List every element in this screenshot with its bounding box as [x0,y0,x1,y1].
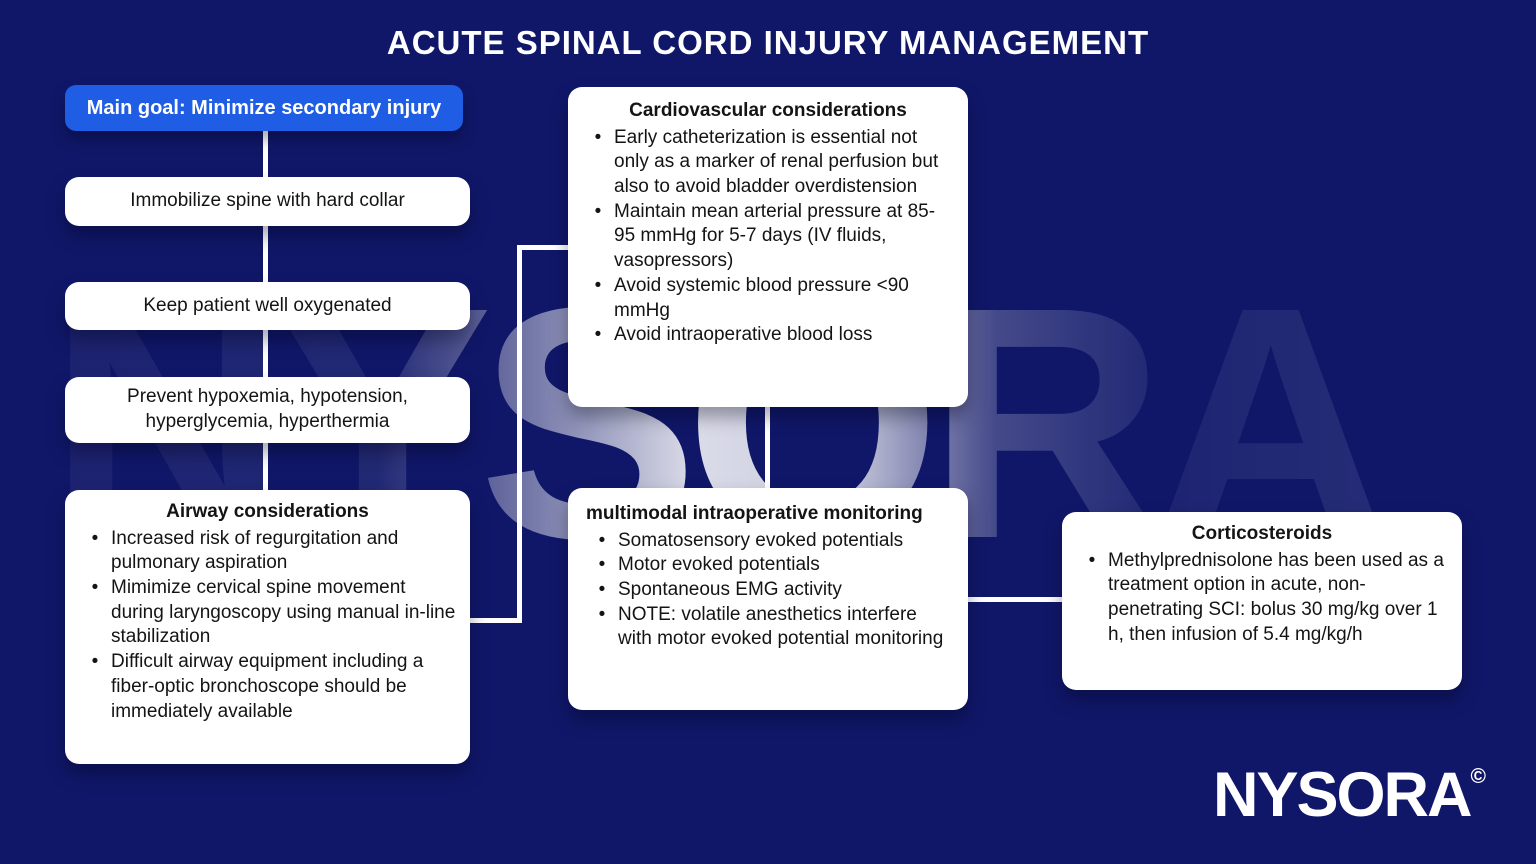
bullet-item: Increased risk of regurgitation and pulm… [79,527,456,576]
flow-node-prevent-hypoxemia: Prevent hypoxemia, hypotension, hypergly… [65,377,470,443]
bullet-text: Mimimize cervical spine movement during … [111,577,456,648]
corticosteroids-box-title: Corticosteroids [1191,523,1333,544]
bullet-item: Difficult airway equipment including a f… [79,650,456,724]
bullet-item: Somatosensory evoked potentials [586,529,954,554]
bullet-item: Maintain mean arterial pressure at 85-95… [582,200,954,274]
bullet-text: Spontaneous EMG activity [618,579,842,601]
flow-node-keep-oxygenated: Keep patient well oxygenated [65,282,470,330]
connector-elbow-to-cardiovascular [517,245,568,250]
bullet-marker [79,576,111,650]
monitoring-box-title: multimodal intraoperative monitoring [586,503,923,524]
bullet-text: Avoid systemic blood pressure <90 mmHg [614,274,909,321]
bullet-marker [586,529,618,554]
bullet-marker [586,578,618,603]
bullet-marker [582,323,614,348]
flow-node-main-goal: Main goal: Minimize secondary injury [65,85,463,131]
bullet-item: Avoid intraoperative blood loss [582,323,954,348]
bullet-text: Somatosensory evoked potentials [618,529,904,551]
connector-immobilize-to-oxygenated [263,226,268,283]
bullet-text: Maintain mean arterial pressure at 85-95… [614,200,936,272]
connector-oxygenated-to-prevent [263,330,268,378]
bullet-marker [582,126,614,200]
bullet-text: Early catheterization is essential not o… [614,126,939,198]
bullet-item: Early catheterization is essential not o… [582,126,954,200]
bullet-marker [1076,549,1108,648]
bullet-item: NOTE: volatile anesthetics interfere wit… [586,603,954,652]
copyright-symbol: © [1470,765,1486,788]
cardiovascular-box-title: Cardiovascular considerations [629,100,907,121]
bullet-text: Avoid intraoperative blood loss [614,324,873,346]
bullet-text: Methylprednisolone has been used as a tr… [1108,549,1444,645]
multimodal-monitoring-box: multimodal intraoperative monitoring Som… [568,488,968,710]
bullet-marker [79,650,111,724]
connector-prevent-to-airway [263,443,268,491]
cardiovascular-considerations-box: Cardiovascular considerations Early cath… [568,87,968,407]
bullet-marker [79,527,111,576]
bullet-item: Mimimize cervical spine movement during … [79,576,456,650]
connector-goal-to-immobilize [263,131,268,178]
bullet-marker [582,200,614,274]
watermark-copyright-symbol: © [1375,294,1422,363]
bullet-item: Spontaneous EMG activity [586,578,954,603]
bullet-item: Motor evoked potentials [586,553,954,578]
nysora-logo-text: NYSORA [1212,760,1473,830]
bullet-marker [586,553,618,578]
connector-airway-elbow-vertical [517,245,522,623]
bullet-marker [586,603,618,652]
bullet-item: Avoid systemic blood pressure <90 mmHg [582,274,954,323]
bullet-marker [582,274,614,323]
airway-box-title: Airway considerations [166,501,369,522]
connector-monitoring-to-corticosteroids [966,597,1062,602]
flow-node-immobilize-spine: Immobilize spine with hard collar [65,177,470,226]
bullet-text: Increased risk of regurgitation and pulm… [111,527,399,574]
bullet-text: NOTE: volatile anesthetics interfere wit… [618,603,944,650]
corticosteroids-box: Corticosteroids Methylprednisolone has b… [1062,512,1462,690]
nysora-logo: NYSORA© [1213,764,1486,827]
connector-cardiovascular-to-monitoring [765,406,770,490]
bullet-item: Methylprednisolone has been used as a tr… [1076,549,1448,648]
connector-airway-elbow-horizontal [468,618,522,623]
bullet-text: Difficult airway equipment including a f… [111,651,424,722]
page-title: ACUTE SPINAL CORD INJURY MANAGEMENT [386,24,1150,61]
airway-considerations-box: Airway considerations Increased risk of … [65,490,470,764]
bullet-text: Motor evoked potentials [618,554,820,576]
